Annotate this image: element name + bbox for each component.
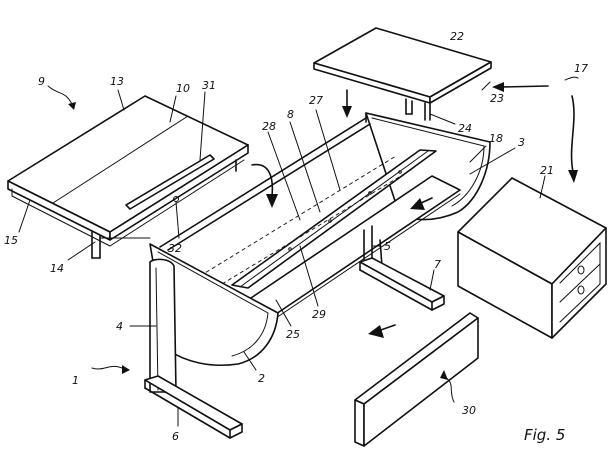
label-10: 10 <box>176 82 190 95</box>
label-31: 31 <box>202 79 216 92</box>
label-32: 32 <box>168 242 182 255</box>
label-22: 22 <box>450 30 464 43</box>
label-27: 27 <box>309 94 323 107</box>
label-8: 8 <box>287 108 294 121</box>
label-18: 18 <box>489 132 503 145</box>
tabletop-assembly <box>7 95 249 259</box>
label-7: 7 <box>434 258 441 271</box>
upper-shelf-panel <box>313 27 492 121</box>
label-9: 9 <box>38 75 45 88</box>
label-2: 2 <box>258 372 265 385</box>
label-28: 28 <box>262 120 276 133</box>
label-6: 6 <box>172 430 179 443</box>
reference-numerals: 9 13 10 31 28 8 27 22 23 24 17 18 3 21 5… <box>4 30 588 444</box>
label-21: 21 <box>540 164 554 177</box>
label-1: 1 <box>72 374 79 387</box>
label-3: 3 <box>518 136 525 149</box>
label-30: 30 <box>462 404 476 417</box>
label-13: 13 <box>110 75 124 88</box>
label-14: 14 <box>50 262 64 275</box>
label-25: 25 <box>286 328 300 341</box>
label-5: 5 <box>384 240 391 253</box>
label-4: 4 <box>116 320 123 333</box>
label-17: 17 <box>574 62 588 75</box>
leader-lines <box>18 76 579 427</box>
drawer-cabinet <box>457 177 607 339</box>
label-29: 29 <box>312 308 326 321</box>
front-panel <box>354 312 479 447</box>
desk-frame <box>144 112 491 439</box>
label-23: 23 <box>490 92 504 105</box>
figure-caption: Fig. 5 <box>524 426 565 444</box>
label-24: 24 <box>458 122 472 135</box>
assembly-arrows <box>251 82 578 338</box>
label-15: 15 <box>4 234 18 247</box>
